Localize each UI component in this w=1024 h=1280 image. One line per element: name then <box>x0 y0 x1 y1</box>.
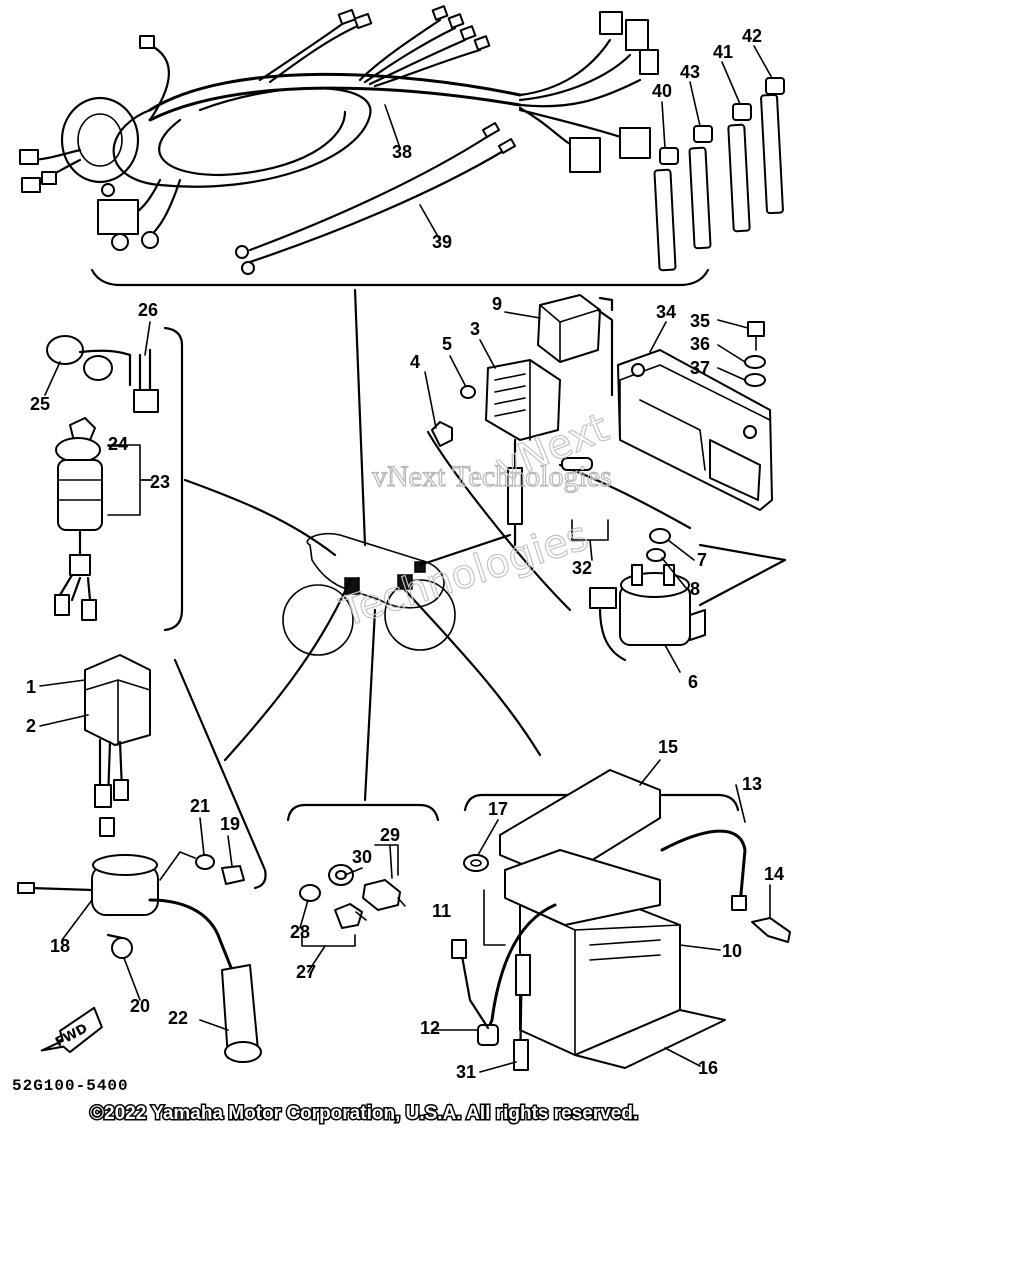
callout-37: 37 <box>690 358 710 378</box>
diagram-code: 52G100-5400 <box>12 1077 129 1095</box>
callout-19: 19 <box>220 814 240 834</box>
callout-40: 40 <box>652 81 672 101</box>
callout-24: 24 <box>108 434 128 454</box>
callout-30: 30 <box>352 847 372 867</box>
ignition-group <box>17 654 267 1063</box>
battery-group <box>451 769 791 1072</box>
callout-43: 43 <box>680 62 700 82</box>
neutral-switch-group <box>286 803 440 947</box>
callout-10: 10 <box>722 941 742 961</box>
callout-18: 18 <box>50 936 70 956</box>
callout-36: 36 <box>690 334 710 354</box>
copyright-notice: ©2022 Yamaha Motor Corporation, U.S.A. A… <box>90 1103 638 1124</box>
callout-14: 14 <box>764 864 784 884</box>
callout-labels: 1 2 3 4 5 6 7 8 9 10 11 12 13 14 15 16 1… <box>26 26 784 1082</box>
callout-41: 41 <box>713 42 733 62</box>
callout-23: 23 <box>150 472 170 492</box>
lead-wire <box>235 122 517 275</box>
callout-3: 3 <box>470 319 480 339</box>
callout-38: 38 <box>392 142 412 162</box>
callout-9: 9 <box>492 294 502 314</box>
leader-lines <box>39 45 773 1073</box>
callout-29: 29 <box>380 825 400 845</box>
callout-42: 42 <box>742 26 762 46</box>
callout-1: 1 <box>26 677 36 697</box>
callout-31: 31 <box>456 1062 476 1082</box>
watermark: vNext Technologies vNext Technologies <box>334 404 616 637</box>
callout-13: 13 <box>742 774 762 794</box>
callout-32: 32 <box>572 558 592 578</box>
callout-15: 15 <box>658 737 678 757</box>
callout-39: 39 <box>432 232 452 252</box>
harness-group-bracket <box>90 268 710 287</box>
callout-17: 17 <box>488 799 508 819</box>
callout-28: 28 <box>290 922 310 942</box>
callout-16: 16 <box>698 1058 718 1078</box>
callout-12: 12 <box>420 1018 440 1038</box>
cable-bands <box>653 77 785 272</box>
rectifier-group <box>426 294 787 662</box>
callout-21: 21 <box>190 796 210 816</box>
callout-20: 20 <box>130 996 150 1016</box>
callout-22: 22 <box>168 1008 188 1028</box>
callout-11: 11 <box>432 901 451 921</box>
callout-35: 35 <box>690 311 710 331</box>
fwd-arrow-icon: FWD <box>40 1006 103 1054</box>
callout-8: 8 <box>690 579 700 599</box>
callout-2: 2 <box>26 716 36 736</box>
callout-5: 5 <box>442 334 452 354</box>
watermark-line1: vNext Technologies <box>372 460 612 493</box>
callout-25: 25 <box>30 394 50 414</box>
callout-7: 7 <box>697 550 707 570</box>
callout-34: 34 <box>656 302 676 322</box>
wire-harness <box>19 5 659 251</box>
vehicle-silhouette <box>183 288 542 802</box>
callout-26: 26 <box>138 300 158 320</box>
callout-4: 4 <box>410 352 420 372</box>
callout-6: 6 <box>688 672 698 692</box>
watermark-line3: Technologies <box>334 513 594 636</box>
